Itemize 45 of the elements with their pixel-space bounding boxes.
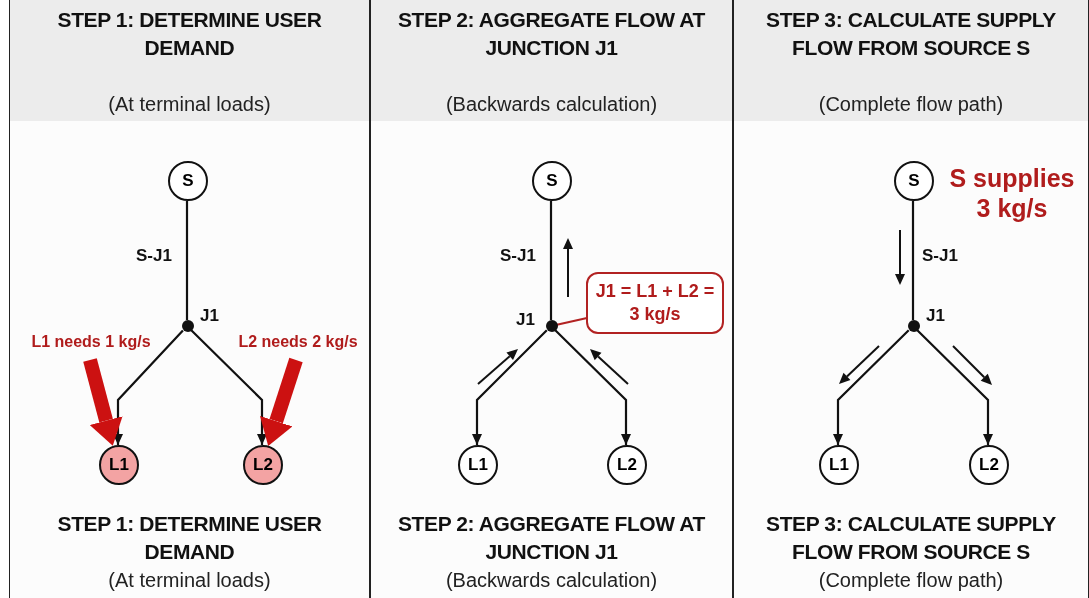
step-heading: STEP 1: DETERMINE USER DEMAND <box>56 511 323 565</box>
panel <box>370 0 733 598</box>
panel <box>9 0 370 598</box>
arrow <box>833 329 910 445</box>
node-circle: L2 <box>969 445 1009 485</box>
node-circle: S <box>894 161 934 201</box>
annotation-text: L2 needs 2 kg/s <box>223 333 373 351</box>
edge-label: S-J1 <box>922 246 958 266</box>
node-circle: L2 <box>607 445 647 485</box>
arrow <box>472 329 548 445</box>
panel <box>733 0 1089 598</box>
arrow <box>916 329 993 445</box>
arrow <box>113 329 184 445</box>
step-subtitle: (At terminal loads) <box>107 568 272 592</box>
node-circle: S <box>168 161 208 201</box>
annotation-text: L1 needs 1 kg/s <box>13 333 169 351</box>
arrow <box>554 329 631 445</box>
node-circle: L2 <box>243 445 283 485</box>
annotation-text: S supplies 3 kg/s <box>948 163 1076 223</box>
step-heading: STEP 2: AGGREGATE FLOW AT JUNCTION J1 <box>397 511 706 565</box>
node-circle: L1 <box>458 445 498 485</box>
node-label: J1 <box>200 306 219 326</box>
step-heading: STEP 1: DETERMINE USER DEMAND <box>56 7 323 61</box>
node-circle: S <box>532 161 572 201</box>
step-subtitle: (Backwards calculation) <box>444 92 659 116</box>
step-subtitle: (Complete flow path) <box>817 568 1005 592</box>
step-heading: STEP 3: CALCULATE SUPPLY FLOW FROM SOURCE S <box>765 7 1057 61</box>
step-subtitle: (At terminal loads) <box>107 92 272 116</box>
edge-label: S-J1 <box>500 246 536 266</box>
node-circle: L1 <box>819 445 859 485</box>
arrow <box>190 329 267 445</box>
edge-label: S-J1 <box>136 246 172 266</box>
node-label: J1 <box>516 310 535 330</box>
node-label: J1 <box>926 306 945 326</box>
step-heading: STEP 3: CALCULATE SUPPLY FLOW FROM SOURCE S <box>765 511 1057 565</box>
demand-arrow <box>260 357 303 446</box>
node-circle: L1 <box>99 445 139 485</box>
demand-arrow <box>83 358 123 446</box>
callout-box: J1 = L1 + L2 = 3 kg/s <box>586 272 724 334</box>
pipe-line <box>911 201 915 320</box>
pipe-line <box>549 201 553 320</box>
step-subtitle: (Backwards calculation) <box>444 568 659 592</box>
pipe-line <box>185 201 189 320</box>
step-heading: STEP 2: AGGREGATE FLOW AT JUNCTION J1 <box>397 7 706 61</box>
step-subtitle: (Complete flow path) <box>817 92 1005 116</box>
